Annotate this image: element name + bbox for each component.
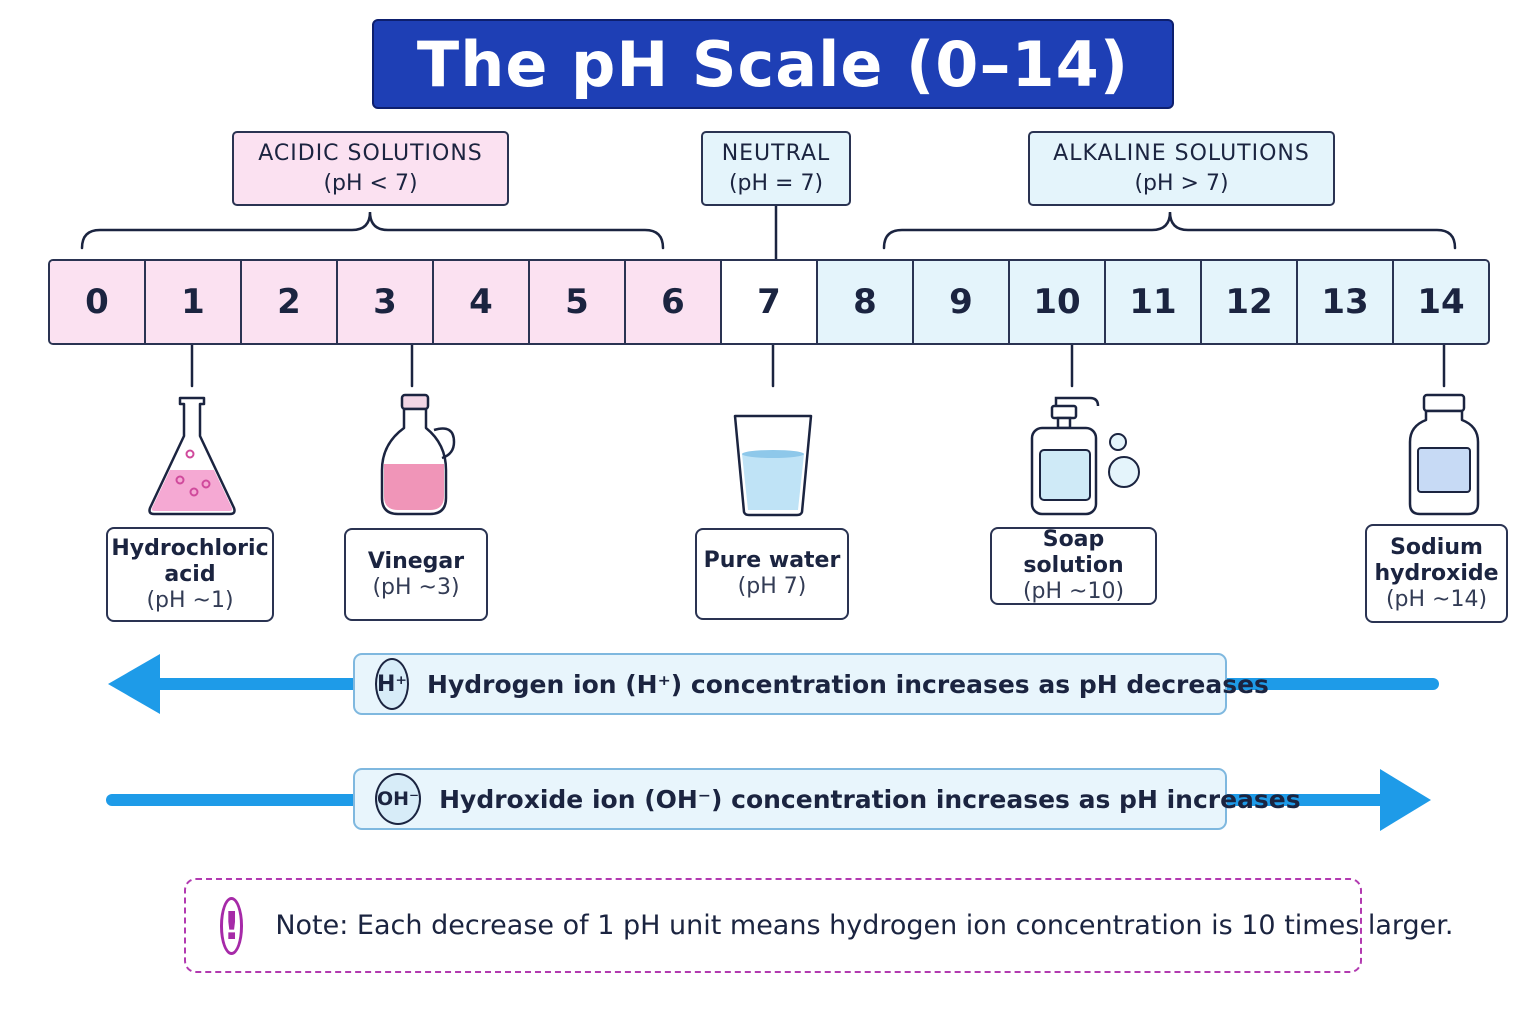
neutral-label-box: NEUTRAL (pH = 7) (701, 131, 851, 206)
hydroxide-ion-band: OH⁻ Hydroxide ion (OH⁻) concentration in… (353, 768, 1301, 830)
hydrogen-ion-band: H⁺ Hydrogen ion (H⁺) concentration incre… (353, 653, 1269, 715)
example-name: Soap solution (1023, 527, 1124, 578)
ph-cell-9: 9 (914, 261, 1010, 343)
example-ph: (pH 7) (737, 574, 807, 599)
hydrogen-ion-badge: H⁺ (375, 658, 410, 710)
example-hydrochloric-acid: Hydrochloric acid (pH ~1) (106, 527, 274, 622)
ph-cell-6: 6 (626, 261, 722, 343)
ph-cell-0: 0 (50, 261, 146, 343)
title-bar: The pH Scale (0–14) (372, 19, 1174, 109)
water-glass-icon (733, 414, 813, 517)
hydroxide-ion-badge: OH⁻ (375, 773, 422, 825)
example-pure-water: Pure water (pH 7) (695, 528, 849, 620)
example-name: Vinegar (367, 548, 465, 574)
example-ph: (pH ~1) (146, 587, 234, 613)
ph-cell-2: 2 (242, 261, 338, 343)
note-text: Note: Each decrease of 1 pH unit means h… (275, 910, 1454, 941)
acidic-name: ACIDIC SOLUTIONS (258, 140, 483, 166)
ph-cell-10: 10 (1010, 261, 1106, 343)
ph-cell-7: 7 (722, 261, 818, 343)
alkaline-range: (pH > 7) (1134, 170, 1229, 196)
ph-cell-13: 13 (1298, 261, 1394, 343)
hydroxide-ion-text: Hydroxide ion (OH⁻) concentration increa… (439, 784, 1301, 814)
hydrogen-ion-text: Hydrogen ion (H⁺) concentration increase… (427, 669, 1269, 699)
ph-cell-12: 12 (1202, 261, 1298, 343)
ph-cell-3: 3 (338, 261, 434, 343)
example-sodium-hydroxide: Sodium hydroxide (pH ~14) (1365, 524, 1508, 623)
note-box: ! Note: Each decrease of 1 pH unit means… (184, 878, 1453, 973)
ph-cell-11: 11 (1106, 261, 1202, 343)
ph-scale: 0 1 2 3 4 5 6 7 8 9 10 11 12 13 14 (48, 259, 1490, 345)
example-vinegar: Vinegar (pH ~3) (344, 528, 488, 621)
ph-cell-5: 5 (530, 261, 626, 343)
chemical-bottle-icon (1408, 393, 1480, 516)
ph-cell-4: 4 (434, 261, 530, 343)
example-ph: (pH ~10) (1022, 579, 1125, 604)
page-title: The pH Scale (0–14) (416, 27, 1130, 101)
left-arrowhead-icon (108, 654, 160, 714)
example-name: Pure water (703, 548, 841, 573)
acidic-brace (80, 211, 665, 250)
alkaline-brace (882, 211, 1457, 250)
ph-cell-8: 8 (818, 261, 914, 343)
flask-icon (148, 396, 236, 516)
exclamation-icon: ! (220, 896, 244, 955)
example-name: Sodium hydroxide (1374, 534, 1499, 586)
example-ph: (pH ~14) (1385, 586, 1488, 612)
soap-dispenser-icon (1030, 396, 1140, 516)
right-arrowhead-icon (1380, 769, 1431, 831)
vinegar-bottle-icon (380, 393, 456, 516)
example-soap-solution: Soap solution (pH ~10) (990, 527, 1157, 605)
acidic-range: (pH < 7) (323, 170, 418, 196)
alkaline-label-box: ALKALINE SOLUTIONS (pH > 7) (1028, 131, 1335, 206)
alkaline-name: ALKALINE SOLUTIONS (1053, 140, 1310, 166)
example-ph: (pH ~3) (372, 574, 460, 600)
ph-cell-14: 14 (1394, 261, 1488, 343)
example-name: Hydrochloric acid (111, 535, 269, 587)
acidic-label-box: ACIDIC SOLUTIONS (pH < 7) (232, 131, 509, 206)
neutral-range: (pH = 7) (728, 170, 824, 196)
neutral-name: NEUTRAL (721, 140, 831, 166)
ph-cell-1: 1 (146, 261, 242, 343)
